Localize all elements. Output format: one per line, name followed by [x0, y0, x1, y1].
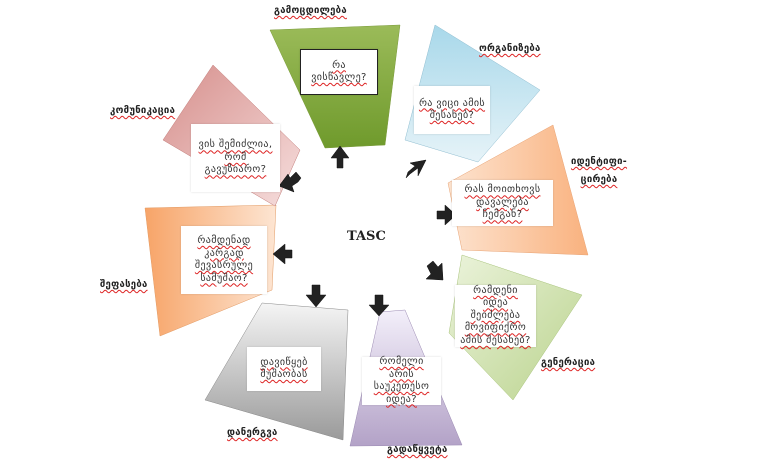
- arrow-2-icon: [405, 159, 427, 179]
- arrow-6-icon: [305, 284, 327, 308]
- arrow-5-icon: [368, 294, 390, 317]
- step-label-communication: კომუნიკაცია: [110, 105, 176, 116]
- arrow-3-icon: [436, 204, 457, 226]
- center-title: TASC: [347, 229, 386, 244]
- question-card-evaluation: რამდენად კარგად შევასრულე სამუშაო?: [181, 226, 267, 294]
- question-card-experience: რა ვისწავლე?: [300, 49, 378, 95]
- arrow-7-icon: [272, 243, 293, 265]
- question-card-communication: ვის შემიძლია, რომ გავუზიარო?: [191, 124, 280, 192]
- question-card-identification: რას მოითხოვს დავალება ჩემგან?: [452, 180, 553, 226]
- arrow-4-icon: [425, 260, 444, 281]
- step-label-evaluation: შეფასება: [100, 279, 148, 290]
- arrow-1-icon: [330, 145, 350, 169]
- question-card-organization: რა ვიცი ამის შესახებ?: [414, 86, 490, 134]
- step-label-identification: იდენტიფი-ცირება: [570, 156, 628, 185]
- step-label-generation: გენერაცია: [541, 357, 596, 368]
- question-card-solution: რომელი არის საუკეთესო იდეა?: [362, 356, 441, 405]
- question-card-generation: რამდენი იდეა შეიძლება მოვიფიქრო ამის შეს…: [455, 285, 536, 347]
- step-label-solution: გადაწყვეტა: [387, 444, 448, 455]
- step-label-implementation: დანერგვა: [227, 427, 278, 438]
- step-label-organization: ორგანიზება: [479, 43, 541, 54]
- question-card-implementation: დავიწყებ მუშაობას: [247, 347, 321, 391]
- step-label-experience: გამოცდილება: [274, 5, 347, 16]
